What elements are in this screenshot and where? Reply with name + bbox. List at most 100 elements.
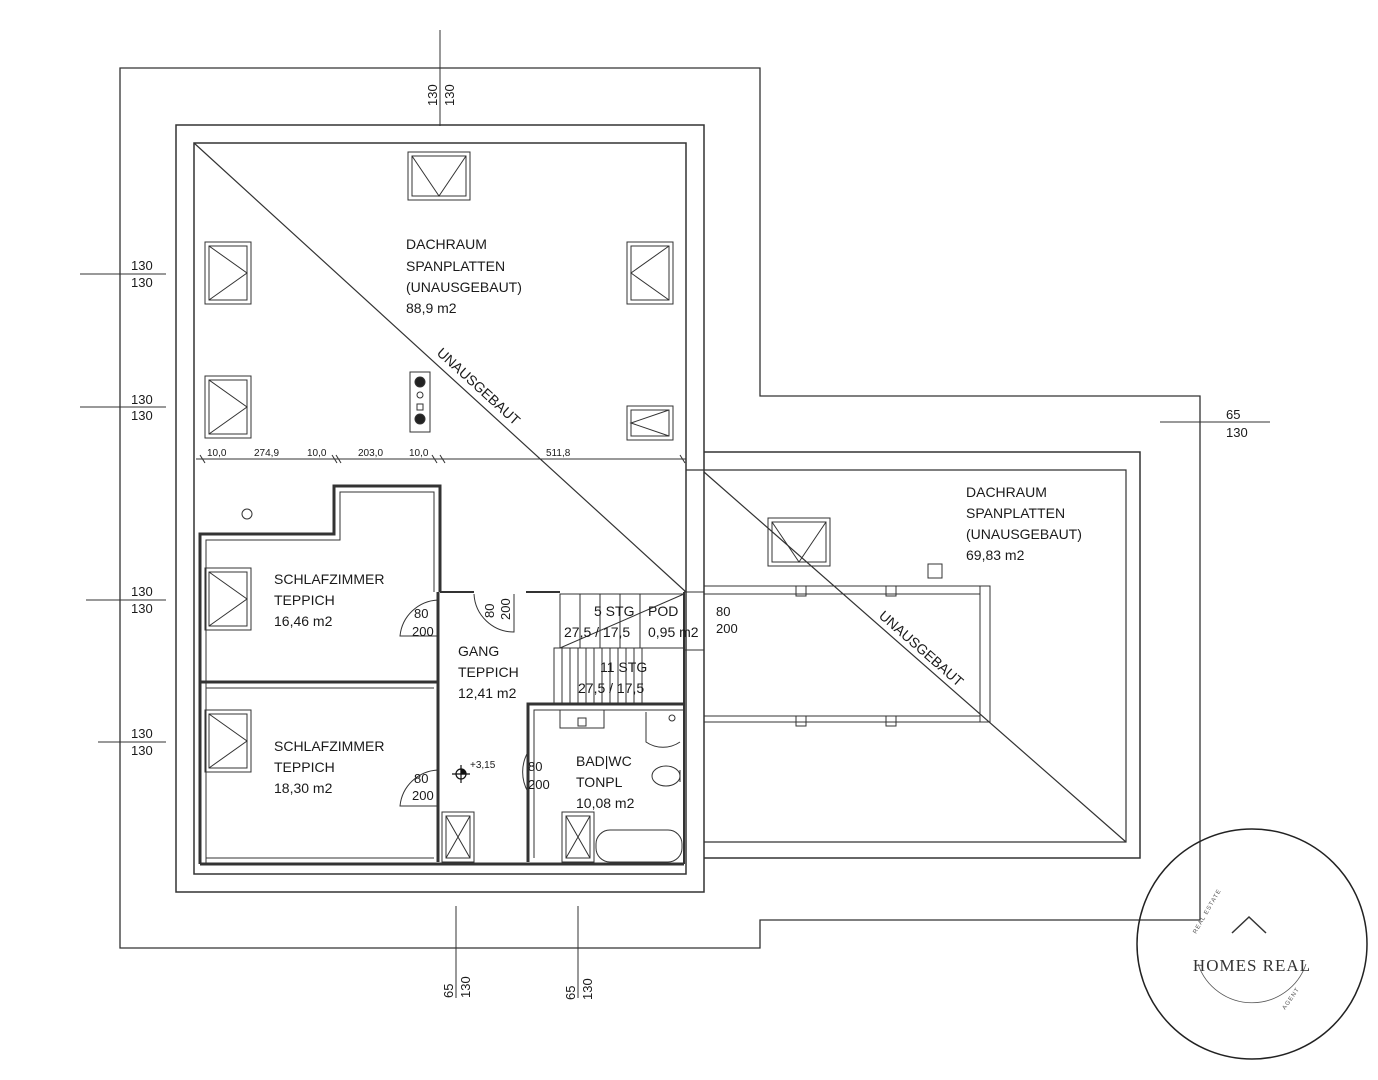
room-label-gang: GANG TEPPICH 12,41 m2 [458, 643, 519, 701]
svg-text:11 STG: 11 STG [600, 659, 647, 675]
roof-window-icon [204, 567, 252, 631]
svg-text:10,08 m2: 10,08 m2 [576, 795, 635, 811]
svg-text:130: 130 [131, 743, 153, 758]
svg-text:10,0: 10,0 [307, 448, 327, 459]
svg-text:80: 80 [528, 759, 542, 774]
roof-window-icons [204, 151, 831, 863]
svg-text:130: 130 [580, 978, 595, 1000]
svg-text:80: 80 [414, 771, 428, 786]
roof-window-icon [441, 811, 475, 863]
roof-window-icon [561, 811, 595, 863]
roof-window-icon [204, 375, 252, 439]
svg-text:HOMES REAL: HOMES REAL [1193, 956, 1311, 975]
room-label-dachraum-main: DACHRAUM SPANPLATTEN (UNAUSGEBAUT) 88,9 … [406, 236, 522, 316]
svg-text:10,0: 10,0 [207, 448, 227, 459]
diagonal-label-right: UNAUSGEBAUT [876, 607, 967, 690]
svg-text:TEPPICH: TEPPICH [458, 664, 519, 680]
svg-text:130: 130 [131, 584, 153, 599]
diagonal-label-main: UNAUSGEBAUT [434, 344, 524, 428]
roof-window-icon [626, 241, 674, 305]
svg-text:130: 130 [131, 392, 153, 407]
svg-text:200: 200 [498, 598, 513, 620]
svg-text:130: 130 [458, 976, 473, 998]
external-dimension-lines [80, 30, 1270, 998]
svg-text:TEPPICH: TEPPICH [274, 759, 335, 775]
svg-text:AGENT: AGENT [1282, 987, 1302, 1011]
stair-labels: 5 STG 27,5 / 17,5 POD 0,95 m2 11 STG 27,… [564, 603, 699, 696]
dimension-chain-line [196, 454, 686, 464]
svg-text:SPANPLATTEN: SPANPLATTEN [966, 505, 1065, 521]
svg-text:SPANPLATTEN: SPANPLATTEN [406, 258, 505, 274]
roof-outline [119, 67, 1201, 949]
svg-text:DACHRAUM: DACHRAUM [966, 484, 1047, 500]
roof-window-icon [767, 517, 831, 567]
svg-text:27,5 / 17,5: 27,5 / 17,5 [578, 680, 644, 696]
level-label: +3,15 [470, 760, 496, 771]
svg-text:88,9 m2: 88,9 m2 [406, 300, 457, 316]
svg-text:GANG: GANG [458, 643, 499, 659]
attic-frame [703, 563, 991, 727]
svg-text:130: 130 [442, 84, 457, 106]
svg-text:(UNAUSGEBAUT): (UNAUSGEBAUT) [406, 279, 522, 295]
svg-text:16,46 m2: 16,46 m2 [274, 613, 333, 629]
svg-text:203,0: 203,0 [358, 448, 383, 459]
svg-text:REAL ESTATE: REAL ESTATE [1193, 888, 1223, 935]
door-swings [399, 593, 529, 807]
svg-text:69,83 m2: 69,83 m2 [966, 547, 1025, 563]
svg-text:TEPPICH: TEPPICH [274, 592, 335, 608]
svg-text:65: 65 [563, 986, 578, 1000]
room-label-dachraum-right: DACHRAUM SPANPLATTEN (UNAUSGEBAUT) 69,83… [966, 484, 1082, 563]
svg-text:POD: POD [648, 603, 678, 619]
svg-text:80: 80 [414, 606, 428, 621]
level-marker-icon [452, 765, 470, 783]
roof-window-icon [626, 405, 674, 441]
svg-text:200: 200 [412, 624, 434, 639]
dimension-chain-labels: 10,0 274,9 10,0 203,0 10,0 511,8 [207, 448, 571, 459]
chimney-icon [409, 371, 431, 433]
house-roof-icon [1231, 915, 1267, 934]
svg-text:130: 130 [131, 275, 153, 290]
svg-text:200: 200 [716, 621, 738, 636]
room-label-bad: BAD|WC TONPL 10,08 m2 [576, 753, 635, 811]
svg-text:65: 65 [441, 984, 456, 998]
vent-icon [241, 508, 253, 520]
homes-real-logo: HOMES REAL REAL ESTATE AGENT [1136, 828, 1368, 1060]
svg-text:TONPL: TONPL [576, 774, 623, 790]
bath-fixtures [559, 709, 683, 863]
svg-text:65: 65 [1226, 407, 1240, 422]
diagonal-right [703, 471, 1127, 843]
svg-text:(UNAUSGEBAUT): (UNAUSGEBAUT) [966, 526, 1082, 542]
svg-text:130: 130 [425, 84, 440, 106]
room-label-schlafzimmer-2: SCHLAFZIMMER TEPPICH 18,30 m2 [274, 738, 384, 796]
svg-text:200: 200 [528, 777, 550, 792]
svg-text:12,41 m2: 12,41 m2 [458, 685, 517, 701]
svg-text:130: 130 [131, 408, 153, 423]
svg-text:130: 130 [1226, 425, 1248, 440]
svg-text:SCHLAFZIMMER: SCHLAFZIMMER [274, 571, 384, 587]
svg-text:DACHRAUM: DACHRAUM [406, 236, 487, 252]
roof-window-icon [407, 151, 471, 201]
svg-text:130: 130 [131, 726, 153, 741]
svg-text:130: 130 [131, 601, 153, 616]
svg-text:130: 130 [131, 258, 153, 273]
svg-text:27,5 / 17,5: 27,5 / 17,5 [564, 624, 630, 640]
svg-text:80: 80 [482, 604, 497, 618]
svg-text:0,95 m2: 0,95 m2 [648, 624, 699, 640]
roof-window-icon [204, 241, 252, 305]
svg-text:18,30 m2: 18,30 m2 [274, 780, 333, 796]
